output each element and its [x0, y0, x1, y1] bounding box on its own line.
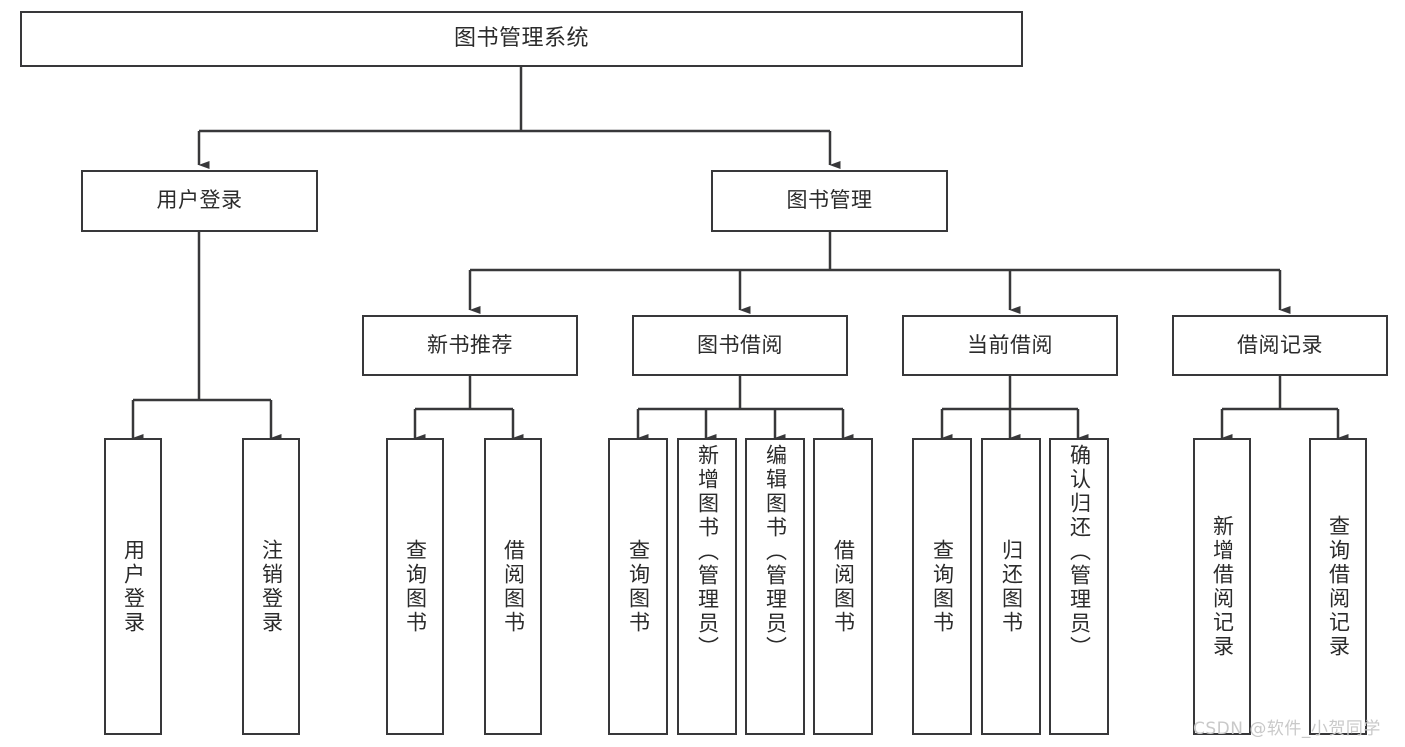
node-leaf-query-book-1[interactable]: 查询图书: [386, 438, 444, 735]
node-label: 图书借阅: [697, 332, 783, 357]
node-leaf-edit-book[interactable]: 编辑图书（管理员）: [745, 438, 805, 735]
node-leaf-query-book-2[interactable]: 查询图书: [608, 438, 668, 735]
node-label: 图书管理: [786, 188, 873, 213]
node-book-borrow[interactable]: 图书借阅: [632, 315, 848, 376]
node-label: 查询图书: [403, 538, 428, 635]
node-current-borrow[interactable]: 当前借阅: [902, 315, 1118, 376]
node-label: 查询图书: [930, 538, 955, 635]
node-label: 新增图书（管理员）: [695, 444, 720, 660]
node-label: 新书推荐: [427, 332, 513, 357]
watermark-text: CSDN @软件_小贺同学: [1193, 719, 1381, 739]
node-user-login[interactable]: 用户登录: [81, 170, 318, 232]
node-root-book-management-system[interactable]: 图书管理系统: [20, 11, 1023, 67]
node-leaf-add-book[interactable]: 新增图书（管理员）: [677, 438, 737, 735]
node-label: 确认归还（管理员）: [1067, 444, 1092, 660]
node-leaf-borrow-book-2[interactable]: 借阅图书: [813, 438, 873, 735]
node-label: 图书管理系统: [453, 25, 589, 51]
node-leaf-confirm-return[interactable]: 确认归还（管理员）: [1049, 438, 1109, 735]
node-label: 用户登录: [121, 538, 146, 635]
node-leaf-borrow-book-1[interactable]: 借阅图书: [484, 438, 542, 735]
node-label: 借阅图书: [501, 538, 526, 635]
node-leaf-query-record[interactable]: 查询借阅记录: [1309, 438, 1367, 735]
node-label: 查询图书: [626, 538, 651, 635]
node-label: 新增借阅记录: [1210, 514, 1235, 659]
node-leaf-return-book[interactable]: 归还图书: [981, 438, 1041, 735]
node-label: 归还图书: [999, 538, 1024, 635]
node-label: 编辑图书（管理员）: [763, 444, 788, 660]
node-book-management[interactable]: 图书管理: [711, 170, 948, 232]
node-label: 借阅图书: [831, 538, 856, 635]
node-label: 注销登录: [259, 538, 284, 635]
node-label: 当前借阅: [967, 332, 1053, 357]
node-leaf-add-record[interactable]: 新增借阅记录: [1193, 438, 1251, 735]
node-label: 用户登录: [156, 188, 243, 213]
node-leaf-user-login[interactable]: 用户登录: [104, 438, 162, 735]
node-leaf-query-book-3[interactable]: 查询图书: [912, 438, 972, 735]
node-new-book-recommend[interactable]: 新书推荐: [362, 315, 578, 376]
node-leaf-user-logout[interactable]: 注销登录: [242, 438, 300, 735]
node-borrow-record[interactable]: 借阅记录: [1172, 315, 1388, 376]
node-label: 借阅记录: [1237, 332, 1323, 357]
node-label: 查询借阅记录: [1326, 514, 1351, 659]
